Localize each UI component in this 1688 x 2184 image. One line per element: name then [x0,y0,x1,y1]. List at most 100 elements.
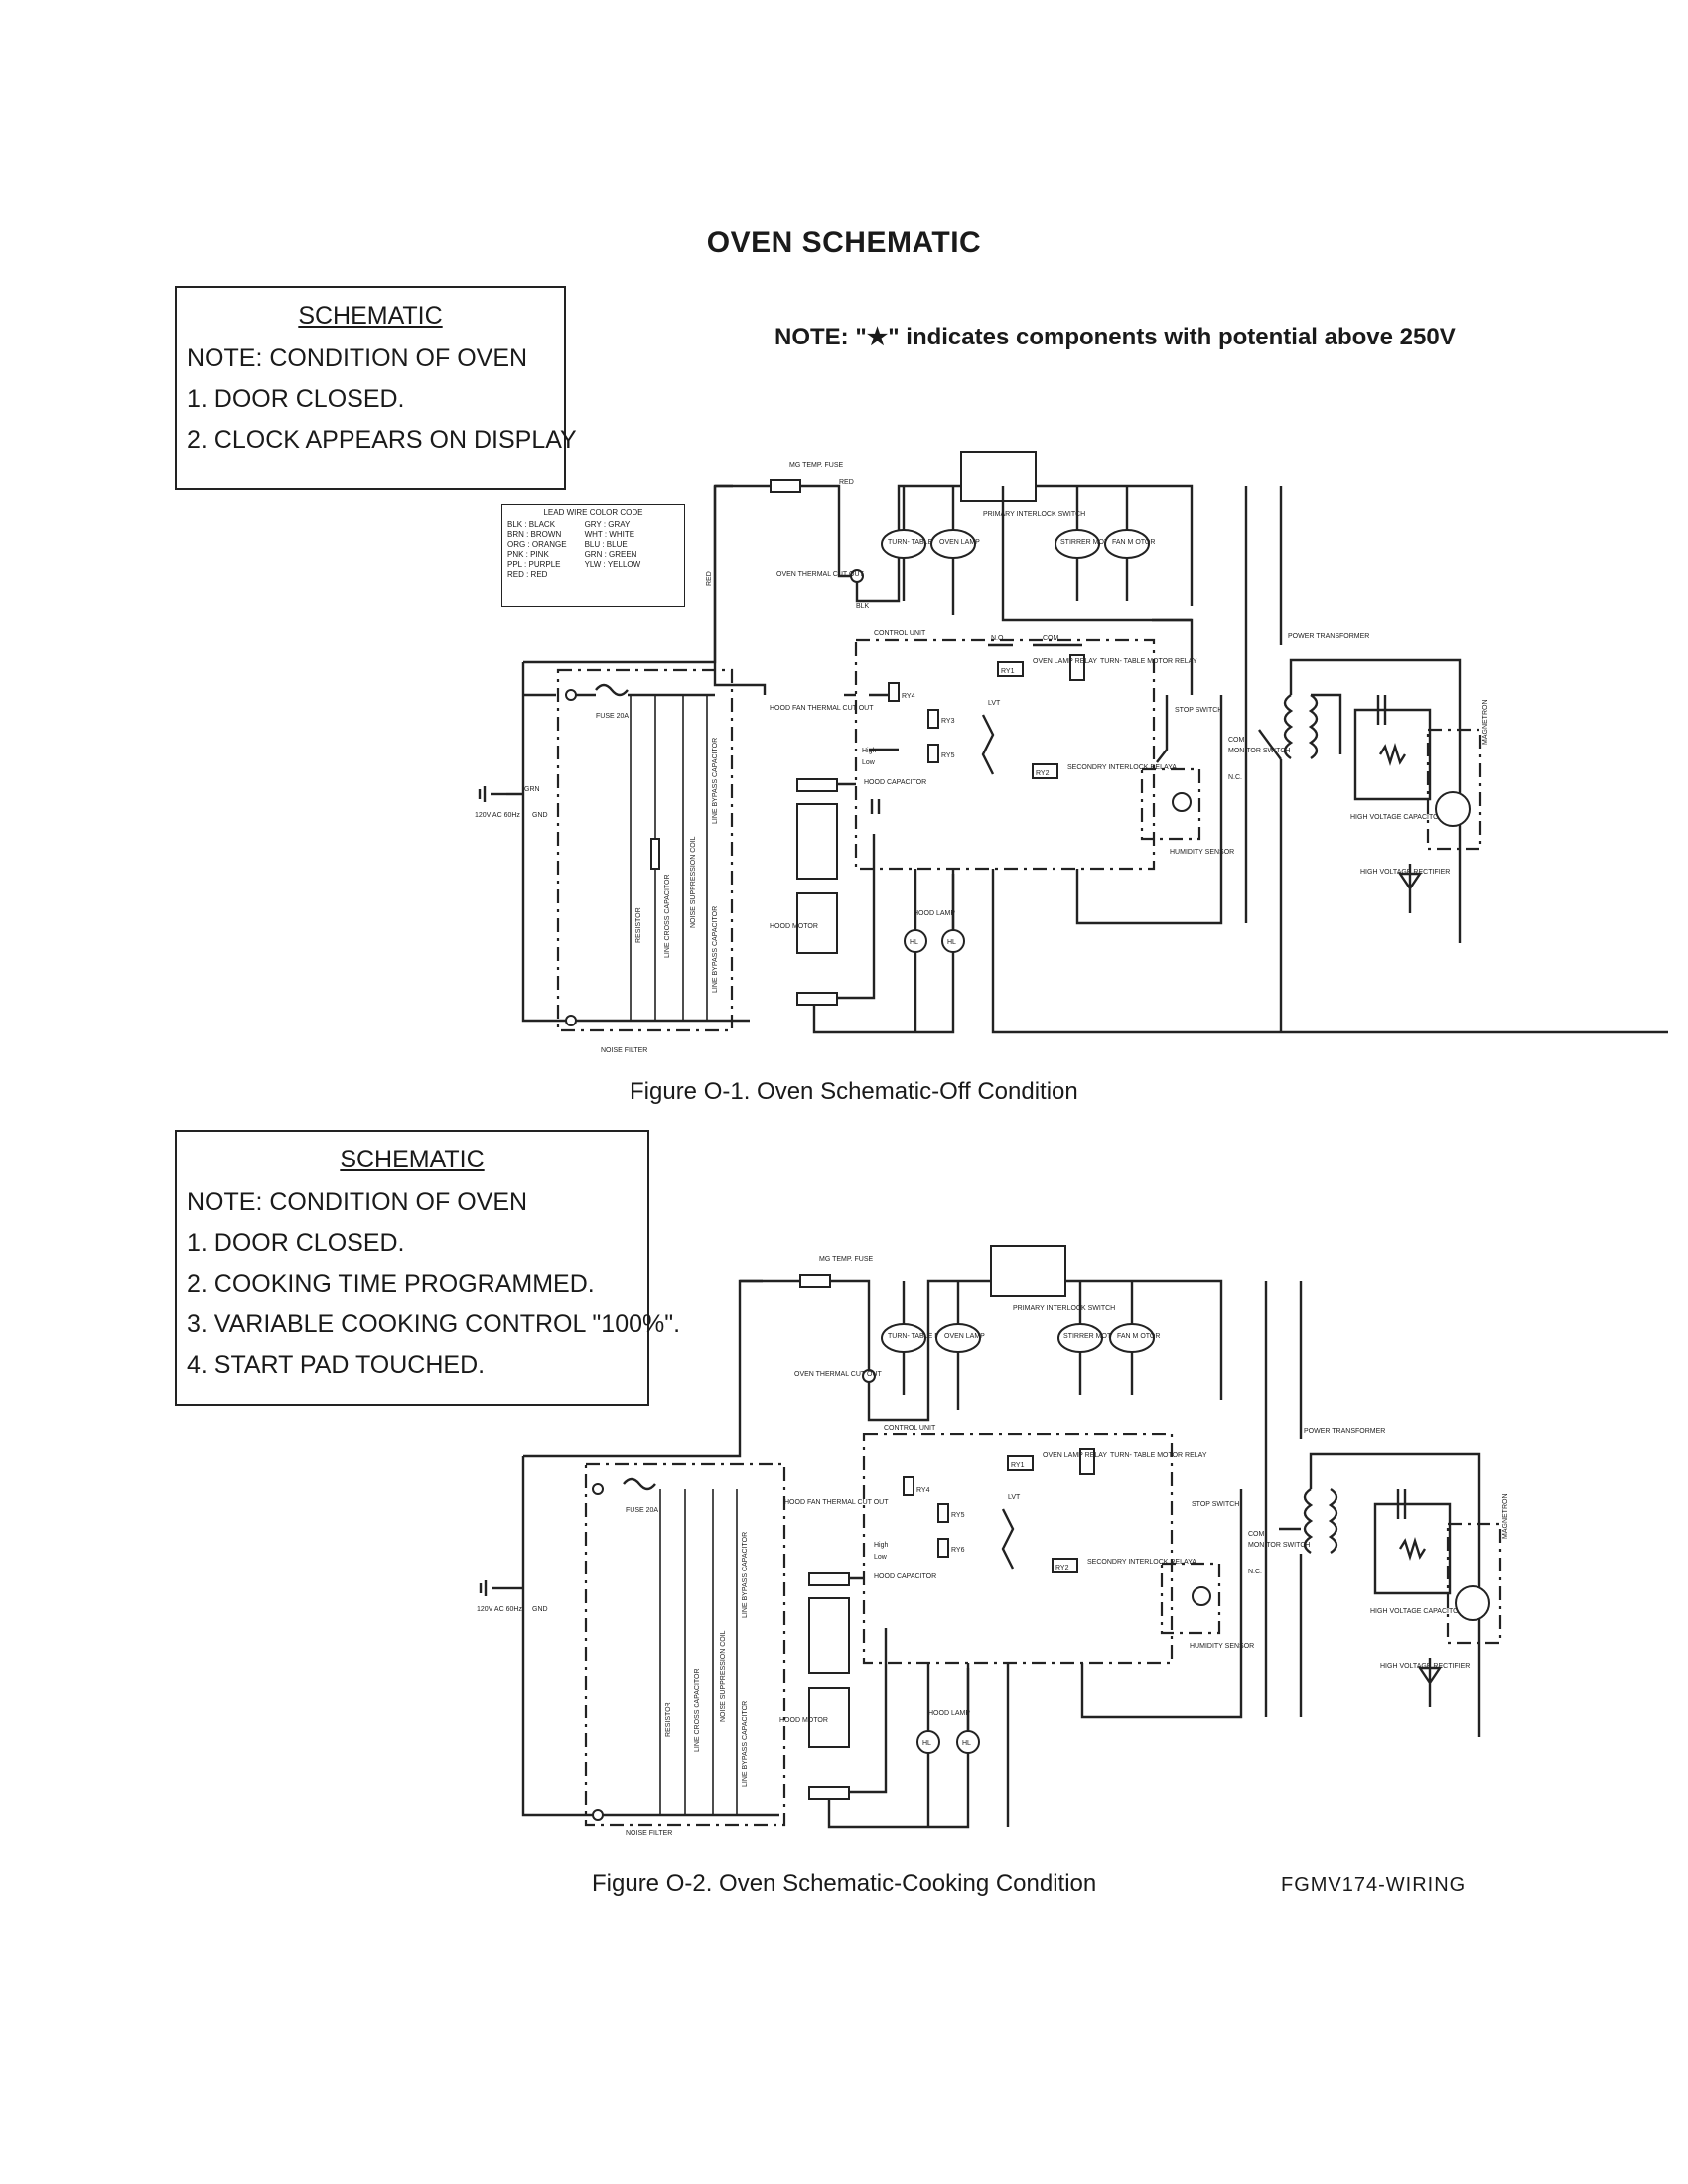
stirrer-motor-icon [1055,529,1100,559]
ac-plug-icon [478,786,523,802]
relay-label: RY5 [951,1512,965,1519]
component-label: NOISE SUPPRESSION COIL [690,836,697,928]
hood-lamp-icon [904,929,927,953]
component-label: HOOD LAMP [914,910,955,917]
component-label: MAGNETRON [1502,1494,1509,1540]
component-label: HOOD LAMP [928,1710,970,1717]
note-box-header: SCHEMATIC [340,1146,485,1173]
component-label: TURN- TABLE MOTOR RELAY [1110,1452,1207,1459]
lvt-coil-icon [981,714,995,775]
relay-ry2 [1032,763,1058,779]
relay-ry3 [937,1503,949,1523]
transformer-primary-icon [1303,1488,1314,1554]
relay-ry4 [903,1476,914,1496]
component-label: TURN- TABLE MOTOR [888,539,960,546]
oven-lamp-icon [935,1323,981,1353]
legend-entry: WHT : WHITE [584,530,635,539]
contact-label: N.O. [991,635,1005,642]
thermal-fuse-icon [799,1274,831,1288]
fuse-icon [623,1477,656,1491]
component-label: MONITOR SWITCH [1228,748,1290,754]
speed-label: High [862,748,877,754]
connector-block [796,778,838,792]
component-label: MAGNETRON [1482,700,1489,746]
thermal-fuse-icon [770,479,801,493]
fuse-label: FUSE 20A [626,1507,658,1514]
component-label: HOOD CAPACITOR [874,1573,936,1580]
contact-label: N.C. [1228,774,1242,781]
gnd-label: GND [532,812,548,819]
primary-interlock-switch [960,451,1037,502]
component-label: LINE CROSS CAPACITOR [664,874,671,958]
component-label: HIGH VOLTAGE RECTIFIER [1360,869,1450,876]
legend-entry: GRN : GREEN [584,550,637,559]
relay-label: RY1 [1011,1462,1025,1469]
control-unit-box [854,638,1156,871]
component-label: OVEN LAMP RELAY [1033,658,1097,665]
relay-label: RY6 [951,1547,965,1554]
component-label: SECONDRY INTERLOCK RELAYA [1087,1559,1196,1566]
note-line: NOTE: CONDITION OF OVEN [187,344,528,372]
relay-label: RY2 [1055,1565,1069,1571]
hood-motor-winding [808,1597,850,1674]
component-label: PRIMARY INTERLOCK SWITCH [983,511,1085,518]
component-label: HOOD CAPACITOR [864,779,926,786]
oven-lamp-icon [930,529,976,559]
contact-label: N.C. [1248,1569,1262,1575]
component-label: HUMIDITY SENSOR [1170,849,1234,856]
terminal-icon [565,689,577,701]
component-label: LINE BYPASS CAPACITOR [742,1701,749,1787]
mg-fuse-label: MG TEMP. FUSE [819,1256,874,1263]
noise-filter-box [584,1462,786,1827]
fuse-icon [595,683,629,697]
hv-rectifier-icon [1417,1658,1443,1707]
speed-label: High [874,1542,889,1549]
component-label: STOP SWITCH [1175,707,1222,714]
component-label: POWER TRANSFORMER [1288,633,1369,640]
component-label: HIGH VOLTAGE CAPACITOR [1350,814,1444,821]
relay-label: RY3 [941,718,955,725]
component-label: NOISE SUPPRESSION COIL [720,1630,727,1722]
humidity-sensor-icon [1192,1586,1211,1606]
component-label: OVEN THERMAL CUT OUT [794,1371,882,1378]
gnd-label: GND [532,1606,548,1613]
page-title: OVEN SCHEMATIC [706,226,982,259]
component-label: POWER TRANSFORMER [1304,1428,1385,1434]
fan-motor-icon [1104,529,1150,559]
component-label: TURN- TABLE MOTOR [888,1333,960,1340]
legend-entry: YLW : YELLOW [584,560,641,569]
lvt-label: LVT [1008,1494,1021,1501]
hood-lamp-icon [916,1730,940,1754]
wire-color-legend: LEAD WIRE COLOR CODE BLK : BLACK BRN : B… [501,504,685,607]
relay-label: RY5 [941,752,955,759]
speed-label: Low [874,1554,888,1561]
legend-entry: PNK : PINK [507,550,549,559]
magnetron-icon [1455,1585,1490,1621]
magnetron-box [1426,728,1482,851]
terminal-icon [592,1483,604,1495]
relay-ry2 [1052,1558,1078,1573]
relay-ry5 [927,744,939,763]
note-line: 1. DOOR CLOSED. [187,1229,405,1257]
connector-block [796,992,838,1006]
relay-ry6 [937,1538,949,1558]
ac-source-label: 120V AC 60Hz [475,812,520,819]
component-label: MONITOR SWITCH [1248,1542,1310,1549]
hood-motor-icon [796,892,838,954]
oven-thermal-cutout-icon [862,1369,876,1383]
terminal-icon [592,1809,604,1821]
note-line: 3. VARIABLE COOKING CONTROL "100%". [187,1310,681,1338]
legend-entry: GRY : GRAY [584,520,631,529]
control-unit-box [862,1433,1174,1665]
relay-ry3 [927,709,939,729]
fan-motor-icon [1109,1323,1155,1353]
legend-entry: BLU : BLUE [584,540,628,549]
lamp-label: HL [947,939,956,946]
connector-block [808,1572,850,1586]
turntable-motor-icon [881,1323,926,1353]
control-unit-label: CONTROL UNIT [874,630,926,637]
note-line: 2. CLOCK APPEARS ON DISPLAY [187,426,577,454]
hood-lamp-icon [956,1730,980,1754]
relay-ry7 [1079,1448,1095,1475]
component-label: LINE BYPASS CAPACITOR [742,1532,749,1618]
